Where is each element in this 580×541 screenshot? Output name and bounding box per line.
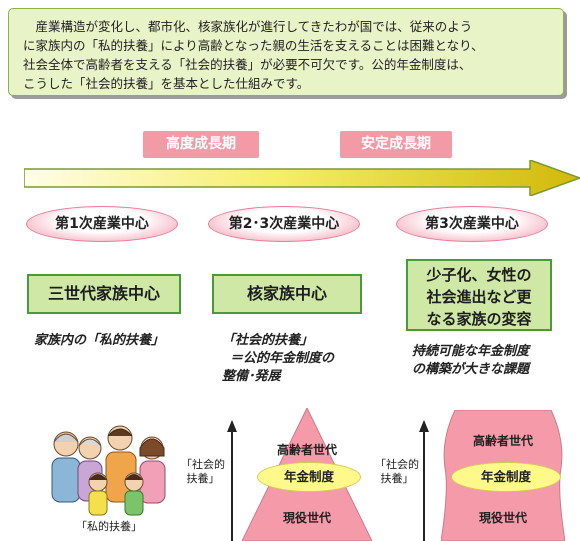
private-support-label: 「私的扶養」 <box>76 520 142 533</box>
era2-support: 「社会的扶養」 ＝公的年金制度の 整備･発展 <box>222 332 334 386</box>
up-arrow-icon <box>227 420 237 541</box>
era2-support-line-3: 整備･発展 <box>222 369 281 384</box>
pyramid-working-label: 現役世代 <box>282 511 331 525</box>
era3-family-box: 少子化、女性の 社会進出など更 なる家族の変容 <box>406 259 552 331</box>
period-high-growth: 高度成長期 <box>143 131 259 158</box>
era3-family-line-3: なる家族の変容 <box>426 310 532 328</box>
era2-support-line-2: ＝公的年金制度の <box>230 351 335 366</box>
era1-support: 家族内の「私的扶養」 <box>34 332 164 350</box>
era1-support-line-1: 家族内の「私的扶養」 <box>34 333 165 348</box>
era3-support-line-1: 持続可能な年金制度 <box>412 344 530 359</box>
intro-line-2: に家族内の「私的扶養」により高齢となった親の生活を支えることは困難となり、 <box>23 38 484 53</box>
pyramid-elderly-label: 高齢者世代 <box>276 443 337 457</box>
timeline-arrow <box>24 160 580 196</box>
era3-family-line-2: 社会進出など更 <box>426 288 532 306</box>
era2-family-box: 核家族中心 <box>212 274 362 314</box>
era2-industry: 第2･3次産業中心 <box>208 206 360 242</box>
era3-industry: 第3次産業中心 <box>396 206 548 242</box>
pyramid-pension-ellipse: 年金制度 <box>257 462 361 492</box>
intro-line-4: こうした「社会的扶養」を基本とした仕組みです。 <box>23 76 310 91</box>
intro-line-3: 社会全体で高齢者を支える「社会的扶養」が必要不可欠です。公的年金制度は、 <box>23 57 472 72</box>
era3-support: 持続可能な年金制度 の構築が大きな課題 <box>412 343 529 379</box>
vase-working-label: 現役世代 <box>478 511 527 525</box>
era2-support-line-1: 「社会的扶養」 <box>222 333 314 348</box>
intro-box: 産業構造が変化し、都市化、核家族化が進行してきたわが国では、従来のよう に家族内… <box>8 8 564 96</box>
social-support-label-right: 「社会的 扶養」 <box>370 458 424 486</box>
up-arrow-icon <box>419 420 429 541</box>
intro-line-1: 産業構造が変化し、都市化、核家族化が進行してきたわが国では、従来のよう <box>23 19 473 34</box>
social-label-left-line-2: 扶養」 <box>186 472 220 485</box>
era3-support-line-2: の構築が大きな課題 <box>412 362 530 377</box>
social-support-label-left: 「社会的 扶養」 <box>176 458 230 486</box>
family-illustration-icon <box>51 425 166 516</box>
social-label-right-line-2: 扶養」 <box>380 472 414 485</box>
social-label-right-line-1: 「社会的 <box>375 458 419 471</box>
era1-family-box: 三世代家族中心 <box>27 274 181 314</box>
era3-family-line-1: 少子化、女性の <box>426 266 532 284</box>
era1-industry: 第1次産業中心 <box>26 206 178 242</box>
period-stable-growth: 安定成長期 <box>340 131 452 158</box>
vase-pension-ellipse: 年金制度 <box>451 462 561 492</box>
vase-elderly-label: 高齢者世代 <box>472 434 533 448</box>
social-label-left-line-1: 「社会的 <box>181 458 225 471</box>
